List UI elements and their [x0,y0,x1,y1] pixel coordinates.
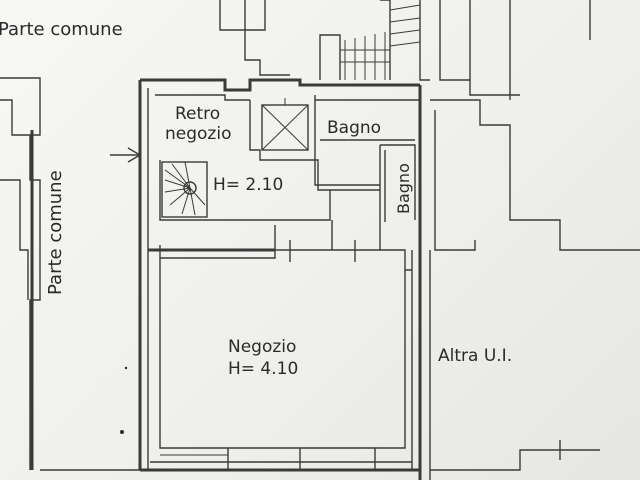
bagno-small-label: Bagno [394,163,413,214]
bagno-walls [314,95,420,230]
left-building-walls [0,77,140,471]
elevator-shaft [261,98,309,151]
altra-ui-walls [429,99,640,480]
spiral-staircase [161,161,208,218]
point-mark [124,366,128,370]
common-area-top-label: Parte comune [0,19,123,40]
negozio-walls [159,258,406,470]
retro-negozio-label-line1: Retro [175,104,221,124]
retro-negozio-label-line2: negozio [165,124,232,144]
retro-height-label: H= 2.10 [213,175,284,195]
unit-outer-walls [138,78,422,480]
bagno-main-label: Bagno [327,118,382,138]
negozio-height-label: H= 4.10 [228,359,299,379]
point-mark [120,430,124,434]
common-area-left-label: Parte comune [45,170,66,295]
top-structures [219,0,591,100]
top-staircase [340,4,421,80]
negozio-label: Negozio [228,337,297,357]
entrance-arrow [110,147,142,163]
retro-negozio-walls [155,94,380,221]
altra-ui-label: Altra U.I. [438,346,513,366]
partition-wall [148,220,412,271]
